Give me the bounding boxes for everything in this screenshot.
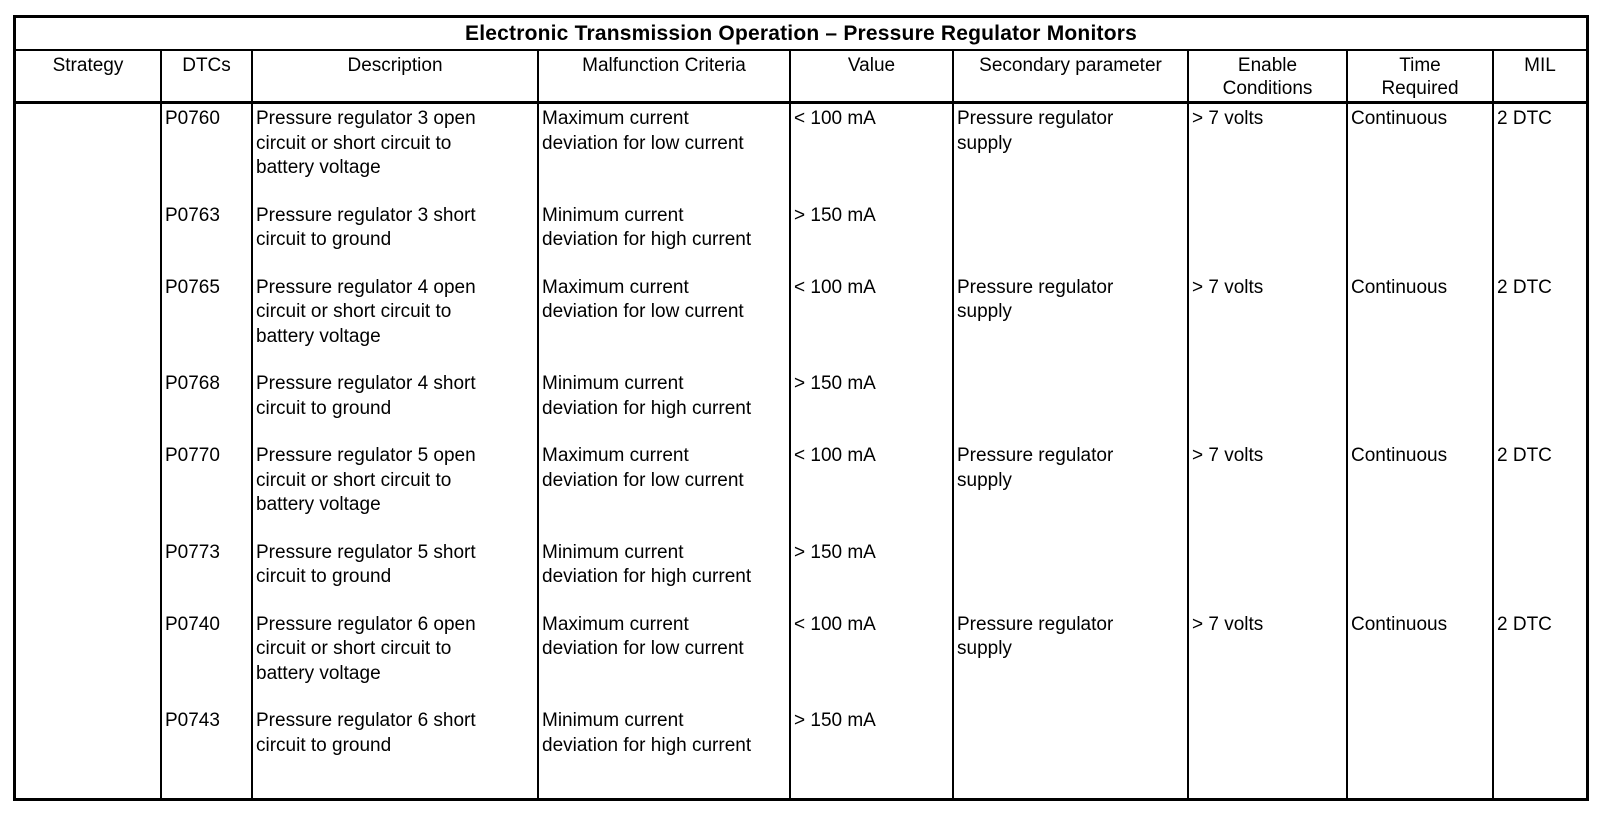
cell-description: Pressure regulator 5 short circuit to gr… — [251, 537, 537, 610]
cell-enable: > 7 volts — [1187, 104, 1346, 201]
cell-malfunction: Minimum current deviation for high curre… — [537, 537, 789, 610]
dtc-monitor-table: Electronic Transmission Operation – Pres… — [13, 15, 1589, 801]
cell-mil — [1492, 537, 1586, 610]
cell-value: < 100 mA — [789, 272, 952, 369]
cell-mil: 2 DTC — [1492, 272, 1586, 369]
cell-description: Pressure regulator 4 open circuit or sho… — [251, 272, 537, 369]
cell-description: Pressure regulator 6 short circuit to gr… — [251, 706, 537, 798]
column-header-dtcs: DTCs — [160, 51, 251, 101]
cell-value: > 150 mA — [789, 200, 952, 273]
cell-value: > 150 mA — [789, 537, 952, 610]
cell-description: Pressure regulator 4 short circuit to gr… — [251, 369, 537, 441]
cell-strategy — [16, 273, 160, 370]
cell-time: Continuous — [1346, 609, 1492, 706]
cell-mil — [1492, 706, 1586, 798]
cell-description: Pressure regulator 5 open circuit or sho… — [251, 441, 537, 538]
cell-dtc: P0760 — [160, 104, 251, 201]
cell-malfunction: Minimum current deviation for high curre… — [537, 706, 789, 798]
cell-malfunction: Maximum current deviation for low curren… — [537, 441, 789, 538]
cell-mil: 2 DTC — [1492, 609, 1586, 706]
cell-enable — [1187, 706, 1346, 798]
column-header-description: Description — [251, 51, 537, 101]
cell-mil — [1492, 200, 1586, 273]
cell-strategy — [16, 369, 160, 441]
cell-malfunction: Minimum current deviation for high curre… — [537, 200, 789, 273]
cell-description: Pressure regulator 3 short circuit to gr… — [251, 200, 537, 273]
cell-enable: > 7 volts — [1187, 609, 1346, 706]
cell-secondary — [952, 369, 1187, 441]
cell-strategy — [16, 706, 160, 798]
cell-dtc: P0740 — [160, 609, 251, 706]
cell-secondary: Pressure regulator supply — [952, 441, 1187, 538]
cell-strategy — [16, 538, 160, 610]
column-header-mil: MIL — [1492, 51, 1586, 101]
column-header-time-required: Time Required — [1346, 51, 1492, 101]
cell-malfunction: Maximum current deviation for low curren… — [537, 104, 789, 201]
cell-malfunction: Maximum current deviation for low curren… — [537, 272, 789, 369]
cell-secondary — [952, 200, 1187, 273]
cell-time — [1346, 706, 1492, 798]
cell-value: < 100 mA — [789, 441, 952, 538]
cell-mil — [1492, 369, 1586, 441]
cell-time: Continuous — [1346, 272, 1492, 369]
cell-dtc: P0763 — [160, 200, 251, 273]
table-title: Electronic Transmission Operation – Pres… — [16, 18, 1586, 51]
cell-strategy — [16, 610, 160, 707]
cell-time: Continuous — [1346, 104, 1492, 201]
cell-time: Continuous — [1346, 441, 1492, 538]
column-header-strategy: Strategy — [52, 55, 124, 76]
cell-mil: 2 DTC — [1492, 441, 1586, 538]
column-header-enable-conditions: Enable Conditions — [1187, 51, 1346, 101]
cell-value: < 100 mA — [789, 609, 952, 706]
cell-mil: 2 DTC — [1492, 104, 1586, 201]
cell-secondary — [952, 537, 1187, 610]
cell-enable — [1187, 200, 1346, 273]
cell-time — [1346, 200, 1492, 273]
cell-strategy — [16, 201, 160, 273]
column-header-malfunction-criteria: Malfunction Criteria — [537, 51, 789, 101]
cell-dtc: P0773 — [160, 537, 251, 610]
column-header-secondary-parameter: Secondary parameter — [952, 51, 1187, 101]
cell-secondary: Pressure regulator supply — [952, 104, 1187, 201]
cell-value: > 150 mA — [789, 369, 952, 441]
cell-description: Pressure regulator 6 open circuit or sho… — [251, 609, 537, 706]
cell-strategy — [16, 104, 160, 201]
cell-secondary: Pressure regulator supply — [952, 272, 1187, 369]
cell-dtc: P0765 — [160, 272, 251, 369]
cell-enable — [1187, 537, 1346, 610]
cell-value: < 100 mA — [789, 104, 952, 201]
column-header-value: Value — [789, 51, 952, 101]
cell-dtc: P0770 — [160, 441, 251, 538]
cell-dtc: P0743 — [160, 706, 251, 798]
table-header-row: Strategy DTCs Description Malfunction Cr… — [16, 51, 1586, 104]
cell-enable — [1187, 369, 1346, 441]
cell-time — [1346, 369, 1492, 441]
cell-strategy — [16, 441, 160, 538]
cell-value: > 150 mA — [789, 706, 952, 798]
cell-enable: > 7 volts — [1187, 272, 1346, 369]
cell-time — [1346, 537, 1492, 610]
cell-secondary — [952, 706, 1187, 798]
cell-secondary: Pressure regulator supply — [952, 609, 1187, 706]
cell-dtc: P0768 — [160, 369, 251, 441]
cell-malfunction: Minimum current deviation for high curre… — [537, 369, 789, 441]
cell-description: Pressure regulator 3 open circuit or sho… — [251, 104, 537, 201]
cell-malfunction: Maximum current deviation for low curren… — [537, 609, 789, 706]
cell-enable: > 7 volts — [1187, 441, 1346, 538]
